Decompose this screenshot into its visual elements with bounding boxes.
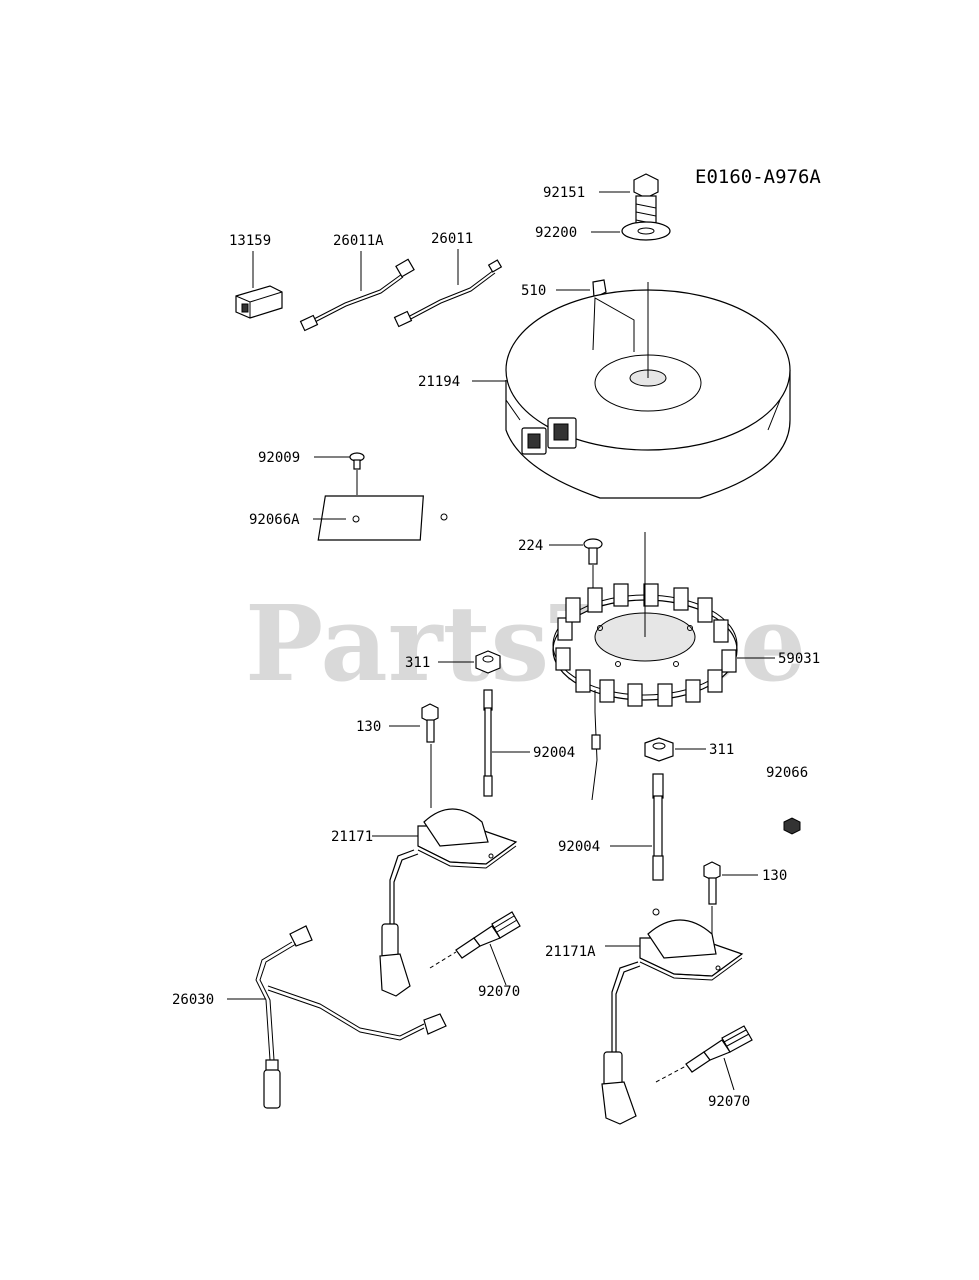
screw-92009[interactable]	[349, 452, 365, 470]
nut-92066[interactable]	[783, 817, 801, 835]
label-26011: 26011	[431, 231, 473, 247]
bolt-130-lower[interactable]	[703, 861, 721, 905]
screw-224[interactable]	[583, 538, 603, 565]
label-21171A: 21171A	[545, 944, 596, 960]
label-130-lower: 130	[762, 868, 787, 884]
lead-wire-26030[interactable]	[255, 925, 447, 1109]
label-21194: 21194	[418, 374, 460, 390]
label-59031: 59031	[778, 651, 820, 667]
label-92070-upper: 92070	[478, 984, 520, 1000]
key-510[interactable]	[592, 279, 607, 299]
label-311-upper: 311	[405, 655, 430, 671]
label-26030: 26030	[172, 992, 214, 1008]
label-92200: 92200	[535, 225, 577, 241]
label-92004-upper: 92004	[533, 745, 575, 761]
label-92004-lower: 92004	[558, 839, 600, 855]
washer-92200[interactable]	[621, 221, 671, 241]
harness-26011A[interactable]	[299, 258, 415, 332]
diagram-code: E0160-A976A	[695, 166, 821, 188]
label-311-lower: 311	[709, 742, 734, 758]
connector-13159[interactable]	[235, 285, 283, 319]
spark-plug-92070-upper[interactable]	[455, 911, 521, 959]
nut-311-upper[interactable]	[475, 650, 501, 674]
label-510: 510	[521, 283, 546, 299]
label-130-upper: 130	[356, 719, 381, 735]
label-92066: 92066	[766, 765, 808, 781]
bolt-130-upper[interactable]	[421, 703, 439, 743]
label-13159: 13159	[229, 233, 271, 249]
plate-92066A[interactable]	[317, 495, 448, 541]
ignition-coil-21171A[interactable]	[601, 908, 744, 1125]
ignition-coil-21171[interactable]	[379, 808, 518, 997]
label-26011A: 26011A	[333, 233, 384, 249]
label-92070-lower: 92070	[708, 1094, 750, 1110]
label-92009: 92009	[258, 450, 300, 466]
label-92066A: 92066A	[249, 512, 300, 528]
stud-92004-lower[interactable]	[652, 773, 664, 881]
stud-92004-upper[interactable]	[483, 689, 493, 797]
harness-26011[interactable]	[393, 259, 503, 328]
nut-311-lower[interactable]	[644, 737, 674, 762]
spark-plug-92070-lower[interactable]	[685, 1025, 753, 1073]
label-21171: 21171	[331, 829, 373, 845]
stator-59031[interactable]	[552, 583, 738, 801]
label-224: 224	[518, 538, 543, 554]
label-92151: 92151	[543, 185, 585, 201]
